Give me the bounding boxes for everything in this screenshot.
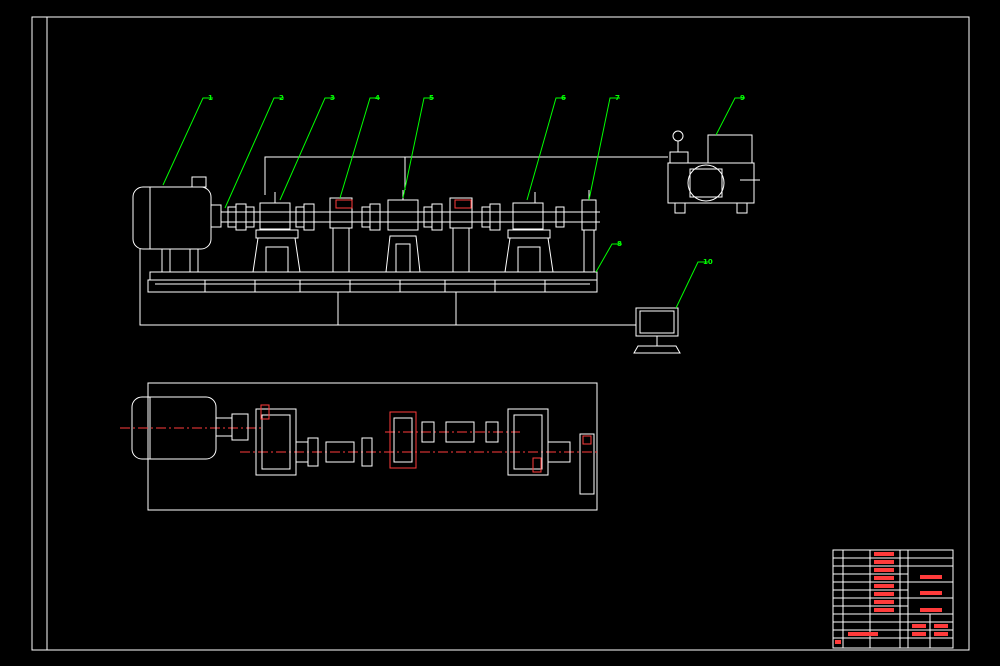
title-cell-13 — [912, 624, 926, 628]
callout-leader-7 — [588, 97, 620, 201]
title-cell-16 — [934, 632, 948, 636]
callout-10: 10 — [703, 258, 713, 266]
title-cell-8 — [874, 608, 894, 612]
plan-test-gearbox — [389, 411, 417, 469]
title-cell-7 — [874, 600, 894, 604]
test-bed-top-rail — [149, 271, 598, 281]
callout-8: 8 — [617, 240, 622, 248]
callout-6: 6 — [561, 94, 566, 102]
gearbox-stand-left — [259, 202, 291, 230]
title-cell-9 — [920, 575, 942, 579]
title-cell-12 — [848, 632, 878, 636]
test-bed-lower-rail — [147, 279, 598, 293]
inner-frame — [46, 16, 970, 651]
callout-2: 2 — [279, 94, 284, 102]
hydraulic-station — [667, 130, 760, 214]
title-cell-4 — [874, 576, 894, 580]
plan-view — [120, 382, 600, 511]
test-gearbox — [387, 199, 419, 231]
title-cell-2 — [874, 560, 894, 564]
callout-leader-2 — [224, 97, 284, 209]
callout-leader-5 — [402, 97, 434, 199]
title-cell-3 — [874, 568, 894, 572]
callout-5: 5 — [429, 94, 434, 102]
callout-leader-8 — [595, 243, 622, 273]
callout-9: 9 — [740, 94, 745, 102]
callout-leader-3 — [279, 97, 335, 201]
callout-leader-6 — [526, 97, 566, 201]
title-cell-10 — [920, 591, 942, 595]
torque-sensor-right — [449, 197, 473, 229]
callout-leader-4 — [339, 97, 380, 199]
callout-3: 3 — [330, 94, 335, 102]
plan-brake — [579, 433, 595, 495]
title-block — [832, 549, 954, 649]
callout-7: 7 — [615, 94, 620, 102]
title-cell-5 — [874, 584, 894, 588]
callout-leader-10 — [675, 261, 708, 309]
title-cell-11 — [920, 608, 942, 612]
signal-cable — [139, 249, 636, 326]
callout-leaders — [162, 97, 745, 309]
callout-leader-9 — [715, 97, 745, 136]
title-cell-14 — [934, 624, 948, 628]
title-cell-1 — [874, 552, 894, 556]
title-cell-17 — [835, 640, 841, 644]
callout-labels: 1 2 3 4 5 6 7 8 9 10 — [208, 94, 745, 266]
computer-monitor — [633, 307, 681, 354]
callout-4: 4 — [375, 94, 380, 102]
drive-motor — [132, 186, 212, 250]
outer-frame — [31, 16, 970, 651]
hydraulic-line — [264, 156, 668, 195]
title-cell-15 — [912, 632, 926, 636]
plan-bed — [147, 382, 598, 511]
torque-sensor-left — [329, 197, 353, 229]
elevation-view — [132, 156, 668, 326]
title-cell-6 — [874, 592, 894, 596]
callout-1: 1 — [208, 94, 213, 102]
gearbox-stand-right — [512, 202, 544, 230]
magnetic-powder-brake — [581, 199, 597, 231]
callout-leader-1 — [162, 97, 213, 186]
